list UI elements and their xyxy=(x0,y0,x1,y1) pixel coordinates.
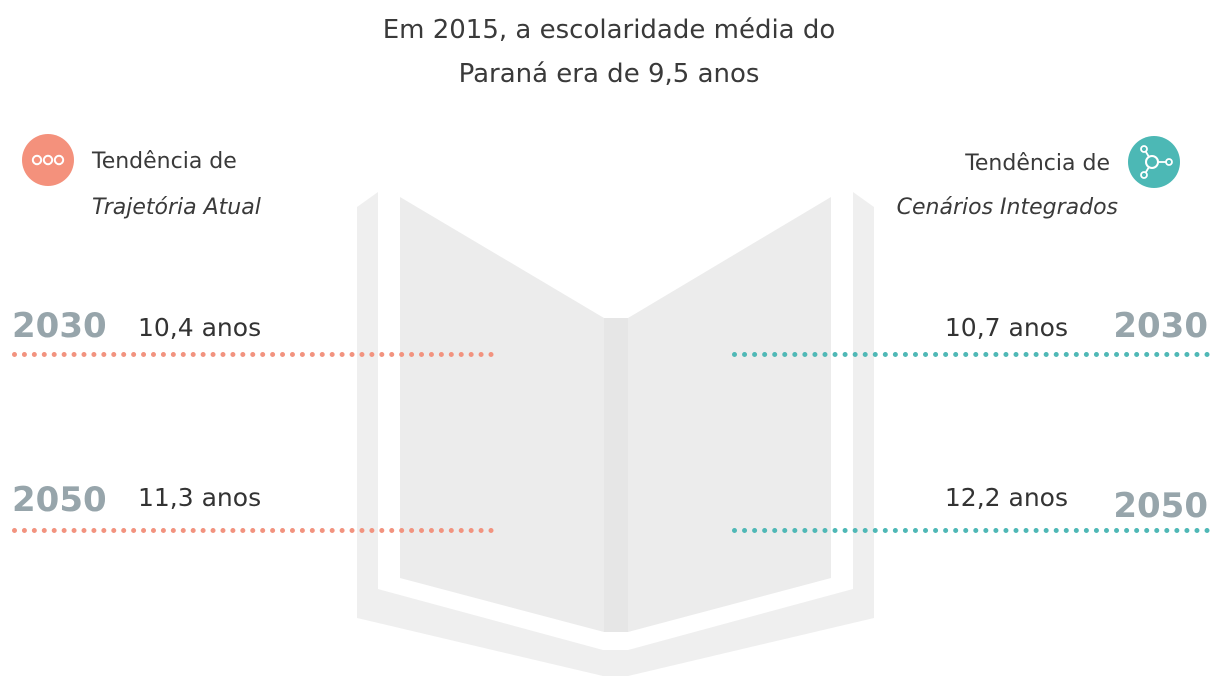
left-trend-heading: Tendência de xyxy=(92,149,237,174)
left-value-2030: 10,4 anos xyxy=(138,313,262,342)
right-year-2030: 2030 xyxy=(1113,306,1208,346)
left-year-2050: 2050 xyxy=(12,480,107,520)
right-dotted-line-2050 xyxy=(732,528,1210,533)
right-year-2050: 2050 xyxy=(1113,486,1208,526)
left-year-2030: 2030 xyxy=(12,306,107,346)
book-right-page xyxy=(628,197,831,632)
left-dotted-line-2050 xyxy=(12,528,494,533)
right-value-2050: 12,2 anos xyxy=(944,483,1068,512)
network-nodes-icon xyxy=(1128,136,1180,188)
left-value-2050: 11,3 anos xyxy=(138,483,262,512)
book-cover xyxy=(357,192,874,676)
right-trend-heading: Tendência de xyxy=(965,151,1110,176)
book-spine xyxy=(604,318,628,632)
left-dotted-line-2030 xyxy=(12,352,494,357)
right-dotted-line-2030 xyxy=(732,352,1210,357)
title-line-1: Em 2015, a escolaridade média do xyxy=(382,15,836,45)
right-value-2030: 10,7 anos xyxy=(944,313,1068,342)
right-trend-name: Cenários Integrados xyxy=(896,195,1118,220)
book-left-page xyxy=(400,197,604,632)
title-line-2: Paraná era de 9,5 anos xyxy=(458,59,760,89)
left-trend-name: Trajetória Atual xyxy=(92,195,261,220)
three-dots-icon xyxy=(22,134,74,186)
